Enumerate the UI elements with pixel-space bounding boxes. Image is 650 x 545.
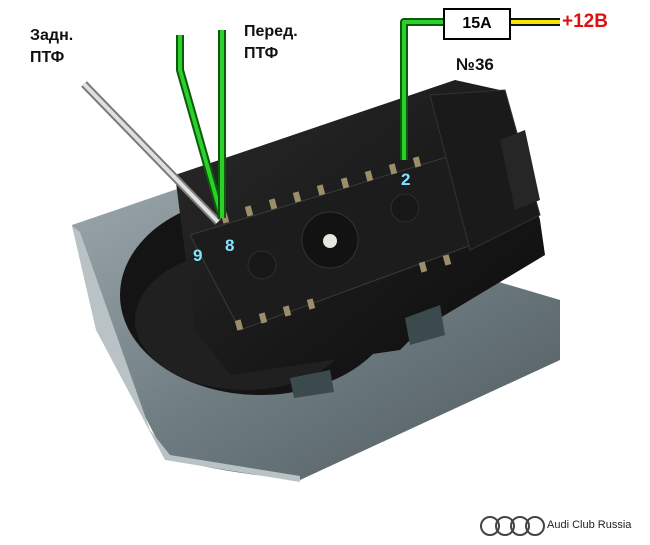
logo-club: Club Russia bbox=[572, 519, 632, 531]
connector-right-block bbox=[429, 89, 541, 251]
connector-mark-left bbox=[247, 250, 277, 280]
panel-tab-left bbox=[290, 370, 334, 398]
label-plus12: +12В bbox=[562, 11, 608, 32]
logo-brand: Audi bbox=[547, 519, 570, 531]
label-front-fog-line1: Перед. bbox=[244, 23, 298, 40]
label-fuse-number: №36 bbox=[456, 55, 494, 74]
connector-latch bbox=[500, 130, 540, 210]
label-rear-fog-line2: ПТФ bbox=[30, 49, 65, 66]
panel-rim bbox=[72, 226, 300, 482]
label-pin-8: 8 bbox=[225, 236, 235, 255]
pin-row-bottom bbox=[234, 254, 452, 331]
connector-mark-right bbox=[390, 193, 420, 223]
fuse-box: 15A bbox=[443, 8, 511, 40]
connector-center-pin bbox=[323, 234, 337, 248]
label-fuse-rating: 15A bbox=[462, 15, 492, 32]
label-front-fog-line2: ПТФ bbox=[244, 45, 279, 62]
logo-text: Audi Club Russia bbox=[547, 519, 631, 531]
audi-rings-icon bbox=[480, 516, 545, 536]
panel-tab-right bbox=[405, 305, 445, 345]
label-rear-fog-line1: Задн. bbox=[30, 27, 74, 44]
label-pin-9: 9 bbox=[193, 246, 203, 265]
label-pin-2: 2 bbox=[401, 170, 411, 189]
